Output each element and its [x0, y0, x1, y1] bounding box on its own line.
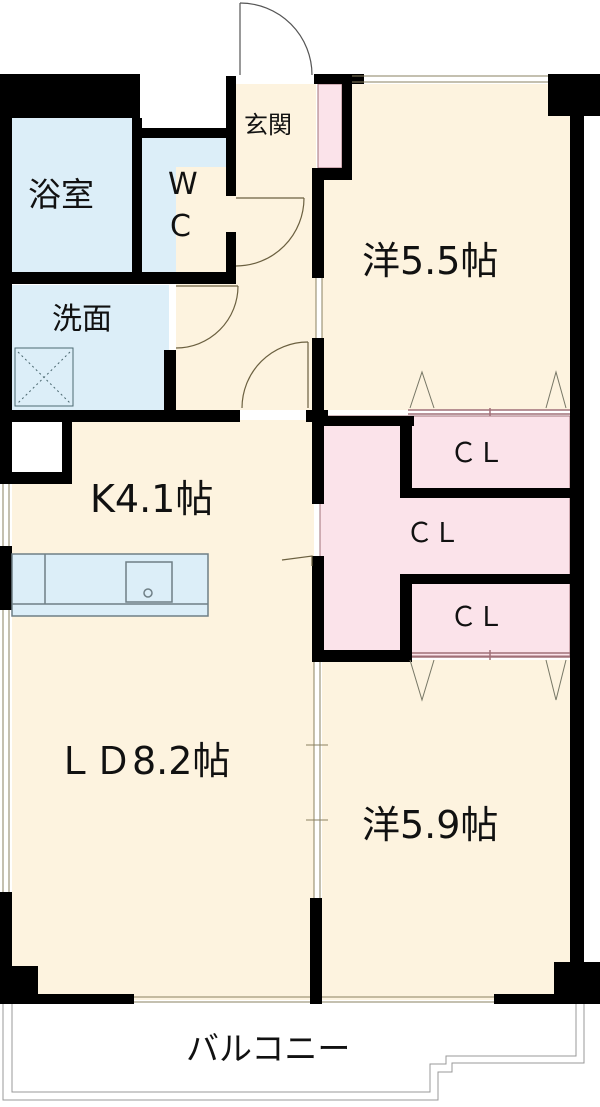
- door-swing-icons: [175, 197, 313, 566]
- closet-area: [317, 83, 571, 657]
- walls: [0, 74, 600, 1004]
- floor-bath: [12, 118, 132, 273]
- floor-corridor: [176, 167, 316, 410]
- room-label-western1: 洋5.5帖: [362, 239, 499, 283]
- room-label-closet-top: ＣＬ: [450, 438, 504, 469]
- room-label-kitchen: K4.1帖: [90, 477, 214, 521]
- room-label-wc-w: W: [168, 167, 198, 202]
- room-label-balcony: バルコニー: [186, 1029, 351, 1068]
- folding-door-icons: [409, 370, 567, 702]
- entrance-door-swing-icon: [239, 2, 313, 76]
- washing-machine-icon: [14, 347, 74, 407]
- room-label-closet-bottom: ＣＬ: [450, 602, 504, 633]
- room-label-bath: 浴室: [28, 175, 94, 214]
- floor-entrance: [236, 84, 316, 167]
- floor-western1: [322, 84, 570, 410]
- floor-kitchen-ld: [12, 420, 314, 1000]
- room-label-closet-mid: ＣＬ: [406, 518, 460, 549]
- balcony-outline: [2, 1004, 585, 1101]
- room-label-living-dining: ＬＤ8.2帖: [56, 739, 231, 783]
- floor-western2: [322, 660, 570, 1000]
- kitchen-counter-icon: [11, 553, 209, 617]
- room-label-entrance: 玄関: [244, 111, 292, 139]
- room-label-washroom: 洗面: [52, 302, 112, 337]
- storage-white: [12, 420, 62, 472]
- room-label-wc-c: C: [170, 209, 191, 244]
- room-label-western2: 洋5.9帖: [362, 803, 499, 847]
